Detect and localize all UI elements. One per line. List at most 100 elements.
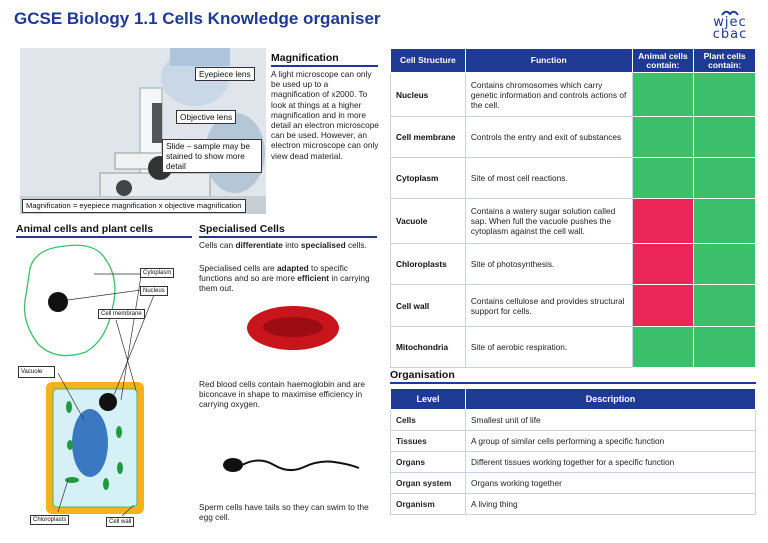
magnification-heading: Magnification xyxy=(271,52,378,67)
organisation-level: Organism xyxy=(390,493,466,515)
organisation-level: Organs xyxy=(390,451,466,473)
cell-structure-name: Cell membrane xyxy=(390,116,466,158)
organisation-description: Smallest unit of life xyxy=(465,409,756,431)
magnification-text: A light microscope can only be used up t… xyxy=(271,69,379,161)
cell-structure-function: Contains chromosomes which carry genetic… xyxy=(464,72,633,117)
text-segment: cells. xyxy=(345,240,367,250)
header-plant: Plant cells contain: xyxy=(693,48,756,73)
logo-line1: wjec xyxy=(713,15,747,30)
cell-structure-name: Cytoplasm xyxy=(390,157,466,199)
cell-structure-name: Chloroplasts xyxy=(390,243,466,285)
cell-structure-name: Mitochondria xyxy=(390,326,466,368)
cell-structure-name: Vacuole xyxy=(390,198,466,244)
red-blood-cell-image xyxy=(247,306,339,350)
wjec-logo: wjec cbac xyxy=(706,6,754,42)
cell-structure-name: Nucleus xyxy=(390,72,466,117)
organisation-level: Tissues xyxy=(390,430,466,452)
header-structure: Cell Structure xyxy=(390,48,466,73)
plant-contains-indicator xyxy=(693,157,756,199)
text-bold: differentiate xyxy=(235,240,283,250)
label-cytoplasm: Cytoplasm xyxy=(140,268,175,278)
sperm-cell-image xyxy=(223,458,360,472)
header-animal: Animal cells contain: xyxy=(631,48,695,73)
cell-structure-function: Site of most cell reactions. xyxy=(464,157,633,199)
cell-structure-table: Cell Structure Function Animal cells con… xyxy=(390,48,756,368)
text-segment: Specialised cells are xyxy=(199,263,277,273)
header-function: Function xyxy=(464,48,633,73)
organisation-description: A group of similar cells performing a sp… xyxy=(465,430,756,452)
label-chloroplasts: Chloroplasts xyxy=(30,515,70,525)
rbc-text: Red blood cells contain haemoglobin and … xyxy=(199,379,366,410)
animal-contains-indicator xyxy=(631,198,695,244)
cell-diagrams xyxy=(23,244,157,517)
label-nucleus: Nucleus xyxy=(140,286,168,296)
label-cell-wall: Cell wall xyxy=(106,517,135,527)
organisation-description: Different tissues working together for a… xyxy=(465,451,756,473)
organisation-description: Organs working together xyxy=(465,472,756,494)
plant-contains-indicator xyxy=(693,243,756,285)
animal-plant-heading: Animal cells and plant cells xyxy=(16,223,192,238)
microscope-photo: Eyepiece lens Objective lens Slide – sam… xyxy=(20,48,266,214)
plant-contains-indicator xyxy=(693,326,756,368)
organisation-level: Cells xyxy=(390,409,466,431)
plant-nucleus xyxy=(99,393,117,411)
cell-structure-function: Site of aerobic respiration. xyxy=(464,326,633,368)
logo-line2: cbac xyxy=(712,27,748,42)
animal-contains-indicator xyxy=(631,326,695,368)
specialised-para-2: Specialised cells are adapted to specifi… xyxy=(199,263,374,294)
animal-contains-indicator xyxy=(631,72,695,117)
plant-contains-indicator xyxy=(693,198,756,244)
animal-contains-indicator xyxy=(631,157,695,199)
cell-structure-function: Controls the entry and exit of substance… xyxy=(464,116,633,158)
plant-vacuole xyxy=(72,409,108,477)
plant-contains-indicator xyxy=(693,284,756,327)
label-cell-membrane: Cell membrane xyxy=(98,309,145,319)
page-title: GCSE Biology 1.1 Cells Knowledge organis… xyxy=(14,9,381,28)
cell-structure-function: Site of photosynthesis. xyxy=(464,243,633,285)
animal-nucleus xyxy=(48,292,68,312)
text-bold: adapted xyxy=(276,263,309,273)
formula-callout: Magnification = eyepiece magnification x… xyxy=(22,199,246,213)
text-segment: to specific functions and so are more xyxy=(199,263,348,284)
slide-callout: Slide – sample may be stained to show mo… xyxy=(162,139,262,173)
eyepiece-callout: Eyepiece lens xyxy=(195,67,255,81)
animal-contains-indicator xyxy=(631,243,695,285)
text-bold: efficient xyxy=(297,273,330,284)
specialised-heading: Specialised Cells xyxy=(199,223,377,238)
plant-contains-indicator xyxy=(693,72,756,117)
objective-callout: Objective lens xyxy=(176,110,237,124)
text-segment: into xyxy=(282,240,301,250)
plant-contains-indicator xyxy=(693,116,756,158)
label-vacuole: Vacuole xyxy=(18,366,56,378)
animal-cell-outline xyxy=(23,244,116,357)
book-icon xyxy=(721,10,739,16)
organisation-heading: Organisation xyxy=(390,369,756,384)
text-bold: specialised xyxy=(300,240,346,250)
cell-structure-function: Contains cellulose and provides structur… xyxy=(464,284,633,327)
cell-structure-name: Cell wall xyxy=(390,284,466,327)
sperm-text: Sperm cells have tails so they can swim … xyxy=(199,502,369,523)
text-segment: in carrying them out. xyxy=(199,273,370,294)
text-segment: Cells can xyxy=(199,240,236,250)
animal-contains-indicator xyxy=(631,116,695,158)
header-description: Description xyxy=(465,388,756,410)
cell-structure-function: Contains a watery sugar solution called … xyxy=(464,198,633,244)
organisation-description: A living thing xyxy=(465,493,756,515)
animal-contains-indicator xyxy=(631,284,695,327)
specialised-para-1: Cells can differentiate into specialised… xyxy=(199,240,374,250)
organisation-level: Organ system xyxy=(390,472,466,494)
header-level: Level xyxy=(390,388,466,410)
